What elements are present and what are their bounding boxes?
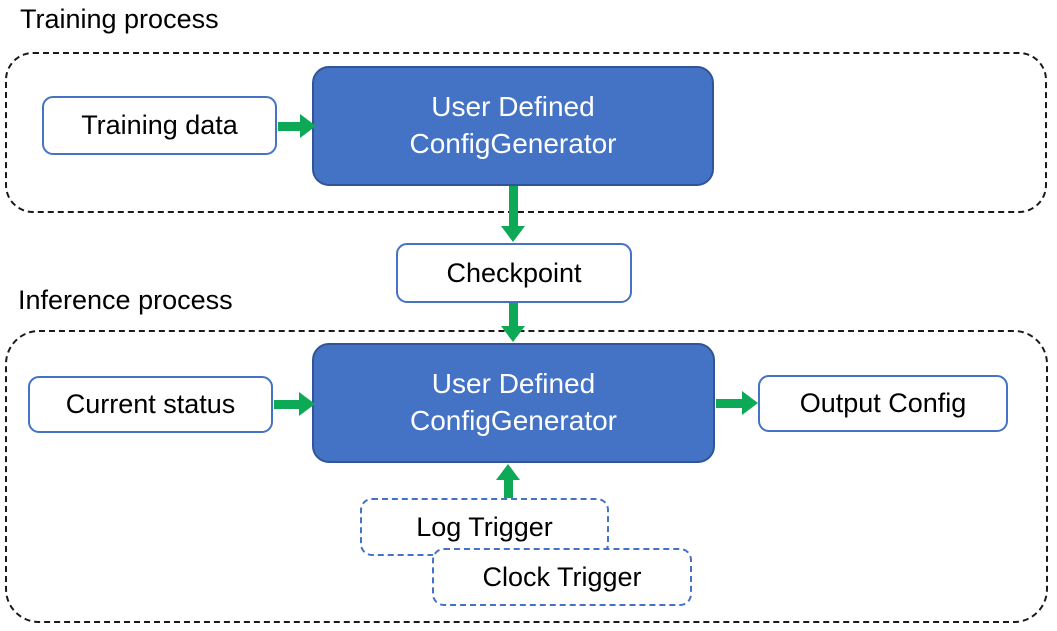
arrow-right-icon-generator-to-output-config <box>716 391 758 416</box>
training-process-label: Training process <box>20 4 219 34</box>
output-config-label: Output Config <box>799 388 967 418</box>
training-generator-label-line2: ConfigGenerator <box>409 128 617 159</box>
training-generator-label-line1: User Defined <box>431 91 595 123</box>
inference-generator-label-line2: ConfigGenerator <box>409 405 617 436</box>
checkpoint-box: Checkpoint <box>396 243 632 303</box>
arrow-shaft <box>278 122 302 131</box>
training-data-label: Training data <box>81 110 238 140</box>
log-trigger-box: Log Trigger <box>360 498 609 556</box>
arrow-shaft <box>274 400 301 409</box>
clock-trigger-box: Clock Trigger <box>432 548 692 606</box>
arrow-up-icon-triggers-to-generator <box>496 464 521 498</box>
arrow-head <box>496 464 520 480</box>
clock-trigger-label: Clock Trigger <box>482 561 642 592</box>
arrow-shaft <box>504 478 513 498</box>
arrow-right-icon-training-data-to-generator <box>278 114 316 139</box>
inference-process-label: Inference process <box>18 285 233 315</box>
arrow-down-icon-checkpoint-to-inference-generator <box>501 303 526 342</box>
output-config-box: Output Config <box>758 375 1008 432</box>
current-status-label: Current status <box>65 389 236 419</box>
arrow-right-icon-current-status-to-generator <box>274 392 315 417</box>
arrow-shaft <box>509 303 518 328</box>
checkpoint-label: Checkpoint <box>446 257 582 288</box>
arrow-head <box>742 391 758 415</box>
training-process-container <box>5 52 1047 213</box>
current-status-box: Current status <box>28 376 273 433</box>
inference-process-container <box>5 330 1048 623</box>
log-trigger-label: Log Trigger <box>416 511 553 542</box>
arrow-shaft <box>509 186 518 228</box>
arrow-head <box>300 114 316 138</box>
arrow-head <box>501 226 525 242</box>
arrow-head <box>501 326 525 342</box>
arrow-down-icon-generator-to-checkpoint <box>501 186 526 242</box>
arrow-head <box>299 392 315 416</box>
inference-generator-label-line1: User Defined <box>431 368 596 400</box>
training-data-box: Training data <box>42 96 277 155</box>
training-generator-box: User Defined ConfigGenerator <box>312 66 714 186</box>
arrow-shaft <box>716 399 744 408</box>
inference-generator-box: User Defined ConfigGenerator <box>312 343 715 463</box>
